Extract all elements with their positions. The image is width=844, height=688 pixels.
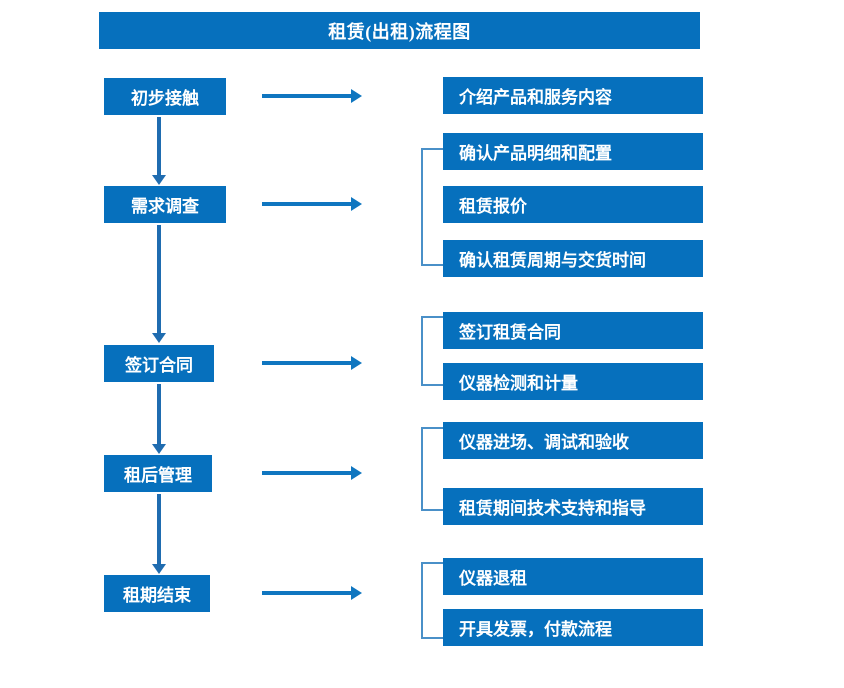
bracket-group-3 <box>421 316 443 386</box>
detail-box-5[interactable]: 签订租赁合同 <box>443 312 703 349</box>
flowchart-title: 租赁(出租)流程图 <box>99 12 700 49</box>
down-arrow-4-to-5 <box>151 494 167 574</box>
detail-box-7[interactable]: 仪器进场、调试和验收 <box>443 422 703 459</box>
down-arrow-1-to-2 <box>151 117 167 185</box>
detail-box-1[interactable]: 介绍产品和服务内容 <box>443 77 703 114</box>
stage-box-4[interactable]: 租后管理 <box>104 455 212 492</box>
bracket-group-2 <box>421 148 443 266</box>
stage-box-3[interactable]: 签订合同 <box>104 345 214 382</box>
right-arrow-stage-5 <box>262 586 362 600</box>
detail-box-8[interactable]: 租赁期间技术支持和指导 <box>443 488 703 525</box>
right-arrow-stage-1 <box>262 89 362 103</box>
stage-box-2[interactable]: 需求调查 <box>104 186 226 223</box>
detail-box-4[interactable]: 确认租赁周期与交货时间 <box>443 240 703 277</box>
detail-box-9[interactable]: 仪器退租 <box>443 558 703 595</box>
bracket-group-5 <box>421 562 443 639</box>
down-arrow-3-to-4 <box>151 384 167 454</box>
bracket-group-4 <box>421 427 443 511</box>
right-arrow-stage-3 <box>262 356 362 370</box>
detail-box-10[interactable]: 开具发票，付款流程 <box>443 609 703 646</box>
detail-box-2[interactable]: 确认产品明细和配置 <box>443 133 703 170</box>
right-arrow-stage-4 <box>262 466 362 480</box>
stage-box-5[interactable]: 租期结束 <box>104 575 210 612</box>
right-arrow-stage-2 <box>262 197 362 211</box>
detail-box-3[interactable]: 租赁报价 <box>443 186 703 223</box>
stage-box-1[interactable]: 初步接触 <box>104 78 226 115</box>
detail-box-6[interactable]: 仪器检测和计量 <box>443 363 703 400</box>
down-arrow-2-to-3 <box>151 225 167 343</box>
